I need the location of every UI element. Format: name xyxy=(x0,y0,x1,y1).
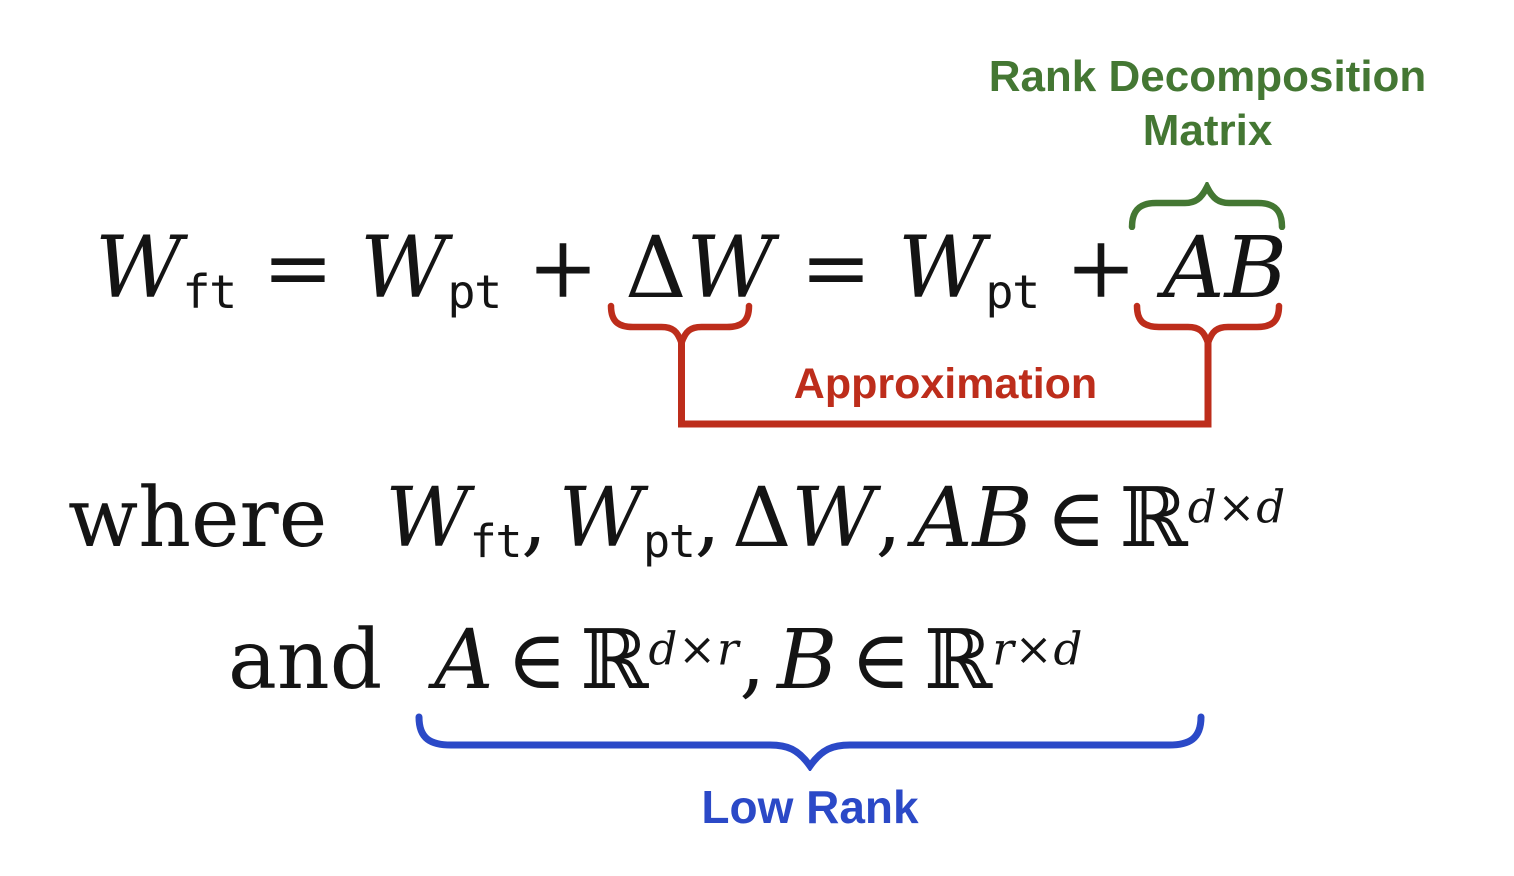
real-numbers-symbol: ℝ xyxy=(924,613,993,708)
term-w-pt: Wpt xyxy=(898,226,1040,321)
low-rank-label: Low Rank xyxy=(701,781,919,833)
term-w-ft: Wft xyxy=(385,471,523,568)
blue-low-rank-underbrace-icon xyxy=(415,713,1205,771)
where-keyword: where xyxy=(68,471,328,566)
superscript-dxd: d×d xyxy=(1187,480,1286,534)
subscript-pt: pt xyxy=(643,514,696,568)
comma: , xyxy=(694,471,721,566)
var-w: W xyxy=(686,219,774,318)
element-of-symbol: ∈ xyxy=(506,613,568,708)
rank-decomposition-label-line2: Matrix xyxy=(1142,105,1273,155)
superscript-dxr: d×r xyxy=(648,622,740,676)
plus-sign: + xyxy=(1065,219,1137,318)
real-numbers-symbol: ℝ xyxy=(1119,471,1188,566)
term-ab: AB xyxy=(1163,219,1287,318)
term-w-pt: Wpt xyxy=(360,226,502,321)
subscript-pt: pt xyxy=(985,266,1040,321)
term-ab: AB xyxy=(913,471,1033,566)
subscript-ft: ft xyxy=(182,266,237,321)
comma: , xyxy=(521,471,548,566)
var-w: W xyxy=(791,471,876,566)
real-numbers-symbol: ℝ xyxy=(580,613,649,708)
rank-decomposition-label-line1: Rank Decomposition xyxy=(988,52,1427,101)
delta-symbol: Δ xyxy=(625,219,687,318)
var-w: W xyxy=(898,219,986,318)
superscript-rxd: r×d xyxy=(992,622,1084,676)
approximation-label: Approximation xyxy=(793,360,1098,408)
delta-symbol: Δ xyxy=(732,471,792,566)
and-keyword: and xyxy=(228,613,383,708)
term-delta-w: ΔW xyxy=(732,471,876,566)
subscript-ft: ft xyxy=(469,514,523,568)
comma: , xyxy=(739,613,766,708)
var-w: W xyxy=(360,219,448,318)
var-a: A xyxy=(434,613,494,708)
var-w: W xyxy=(95,219,183,318)
term-delta-w: ΔW xyxy=(625,226,774,311)
rank-decomposition-label: Rank Decomposition Matrix xyxy=(955,50,1460,157)
element-of-symbol: ∈ xyxy=(850,613,912,708)
plus-sign: + xyxy=(527,219,599,318)
main-equation: Wft = Wpt + ΔW = Wpt + AB xyxy=(95,226,1287,317)
term-w-pt: Wpt xyxy=(558,471,696,568)
comma: , xyxy=(875,471,902,566)
var-w: W xyxy=(385,471,470,566)
var-w: W xyxy=(558,471,643,566)
subscript-pt: pt xyxy=(447,266,502,321)
green-overbrace-icon xyxy=(1128,182,1286,230)
equals-sign: = xyxy=(262,219,334,318)
var-b: B xyxy=(776,613,838,708)
element-of-symbol: ∈ xyxy=(1045,471,1107,566)
red-approximation-braces-icon xyxy=(607,302,1283,428)
term-w-ft: Wft xyxy=(95,226,237,321)
equals-sign: = xyxy=(800,219,872,318)
